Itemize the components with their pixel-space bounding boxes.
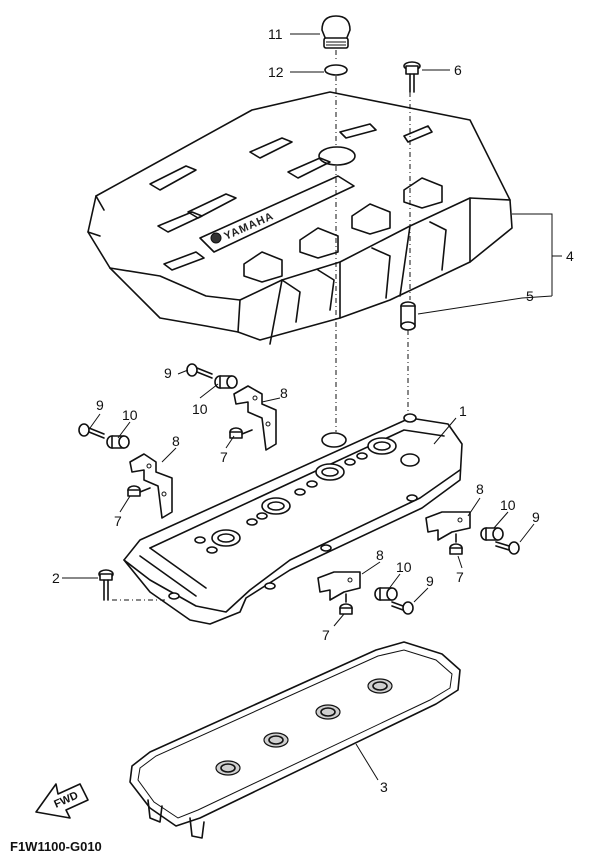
cover-gasket [129,641,461,839]
callout-8: 8 [172,433,180,449]
callout-11: 11 [268,26,283,42]
bracket-bolt [391,601,414,615]
mount-bracket [233,385,277,451]
collar [106,435,130,449]
cover-screw [403,61,421,93]
callout-3: 3 [380,779,388,795]
cylinder-head-cover [123,413,463,625]
cover-bolt [98,569,114,601]
callout-1: 1 [459,403,467,419]
callout-7: 7 [322,627,330,643]
callout-8: 8 [376,547,384,563]
short-bolt [449,533,463,555]
collar [374,587,398,601]
callout-7: 7 [220,449,228,465]
callout-9: 9 [426,573,434,589]
alignment-lines [112,50,411,601]
short-bolt [229,427,253,439]
drawing-code: F1W1100-G010 [10,839,102,854]
bracket-bolt [78,423,105,439]
collar [214,375,238,389]
callout-2: 2 [52,570,60,586]
callout-6: 6 [454,62,462,78]
mount-bracket [425,511,471,541]
leader-lines [62,33,562,781]
callout-10: 10 [122,407,138,423]
forward-direction-arrow: FWD [35,783,89,819]
o-ring [324,64,348,76]
callout-7: 7 [114,513,122,529]
callout-12: 12 [268,64,284,80]
engine-top-cover: YAMAHA [87,91,513,345]
oil-filler-cap [321,15,351,49]
grommet [400,301,416,331]
callout-9: 9 [532,509,540,525]
callout-8: 8 [280,385,288,401]
callout-9: 9 [96,397,104,413]
callout-5: 5 [526,288,534,304]
short-bolt [339,593,353,615]
callout-7: 7 [456,569,464,585]
collar [480,527,504,541]
callout-10: 10 [396,559,412,575]
short-bolt [127,485,151,497]
mount-bracket [317,571,361,601]
mount-bracket [129,453,173,519]
bracket-bolt [186,363,213,379]
callout-8: 8 [476,481,484,497]
callout-10: 10 [192,401,208,417]
callout-9: 9 [164,365,172,381]
callout-labels: 1 2 3 4 5 6 7 7 7 7 8 8 8 8 9 9 9 9 10 1… [52,26,574,795]
bracket-bolt [495,541,520,555]
callout-10: 10 [500,497,516,513]
callout-4: 4 [566,248,574,264]
